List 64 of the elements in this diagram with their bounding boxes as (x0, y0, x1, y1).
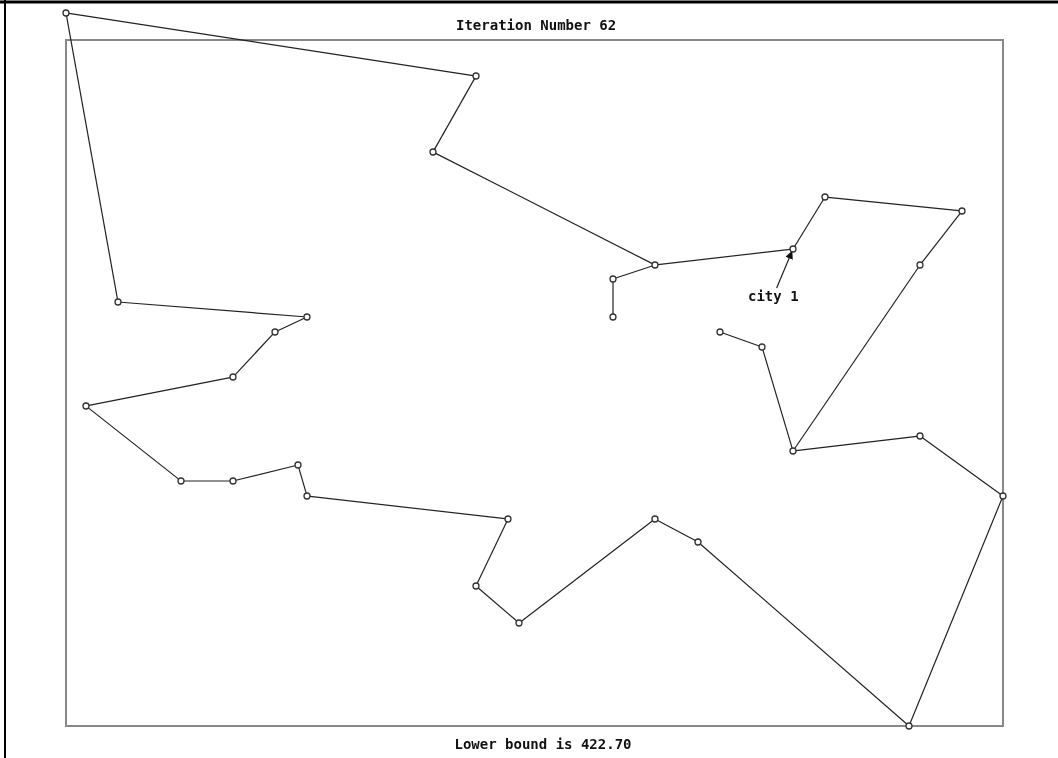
city-point (609, 275, 617, 283)
tour-line (234, 333, 274, 376)
city-point (472, 582, 480, 590)
caption: Lower bound is 422.70 (454, 736, 632, 752)
city-point (694, 538, 702, 546)
tour-line (476, 521, 508, 584)
city-point (271, 328, 279, 336)
tour-line (520, 520, 654, 622)
city-point (916, 261, 924, 269)
tour-line (921, 212, 961, 264)
tour-line (615, 265, 653, 279)
city-point (229, 373, 237, 381)
tour-line (477, 587, 518, 622)
city-point (472, 72, 480, 80)
tour-line (87, 407, 180, 480)
city-point (294, 461, 302, 469)
tour-line (68, 12, 474, 77)
city-point (789, 447, 797, 455)
city-point (177, 477, 185, 485)
tour-line (793, 198, 825, 248)
city-point (651, 261, 659, 269)
tour-line (795, 435, 918, 452)
city-point (229, 477, 237, 485)
tour-line (183, 480, 231, 482)
tour-line (277, 317, 305, 332)
city-point (716, 328, 724, 336)
city-point (303, 492, 311, 500)
tour-line (612, 281, 614, 315)
tour-line (762, 349, 793, 449)
city-point (789, 245, 797, 253)
tour-line (794, 266, 919, 450)
tour-line (65, 15, 119, 300)
city-point (114, 298, 122, 306)
city-point (429, 148, 437, 156)
tour-line (88, 376, 231, 407)
tour-line (435, 152, 653, 265)
tour-line (657, 519, 696, 542)
tour-line (722, 332, 760, 347)
city-point (515, 619, 523, 627)
city-point (999, 492, 1007, 500)
tour-line (433, 78, 476, 150)
city-point (303, 313, 311, 321)
tour-line (657, 248, 791, 266)
tour-line (309, 495, 506, 520)
tour-line (827, 196, 960, 212)
tour-line (699, 543, 908, 725)
tour-line (120, 301, 305, 318)
city-point (821, 193, 829, 201)
city-point (958, 207, 966, 215)
city-point (905, 722, 913, 730)
city-point (82, 402, 90, 410)
tour-line (909, 498, 1003, 724)
city-label: city 1 (748, 288, 799, 304)
city-point (758, 343, 766, 351)
city-point (916, 432, 924, 440)
city-point (609, 313, 617, 321)
tour-line (235, 465, 296, 481)
tour-line (298, 467, 307, 494)
leader-arrow (776, 250, 793, 289)
city-point (504, 515, 512, 523)
city-point (62, 9, 70, 17)
city-point (651, 515, 659, 523)
tour-line (921, 437, 1002, 495)
chart-title: Iteration Number 62 (456, 17, 617, 33)
